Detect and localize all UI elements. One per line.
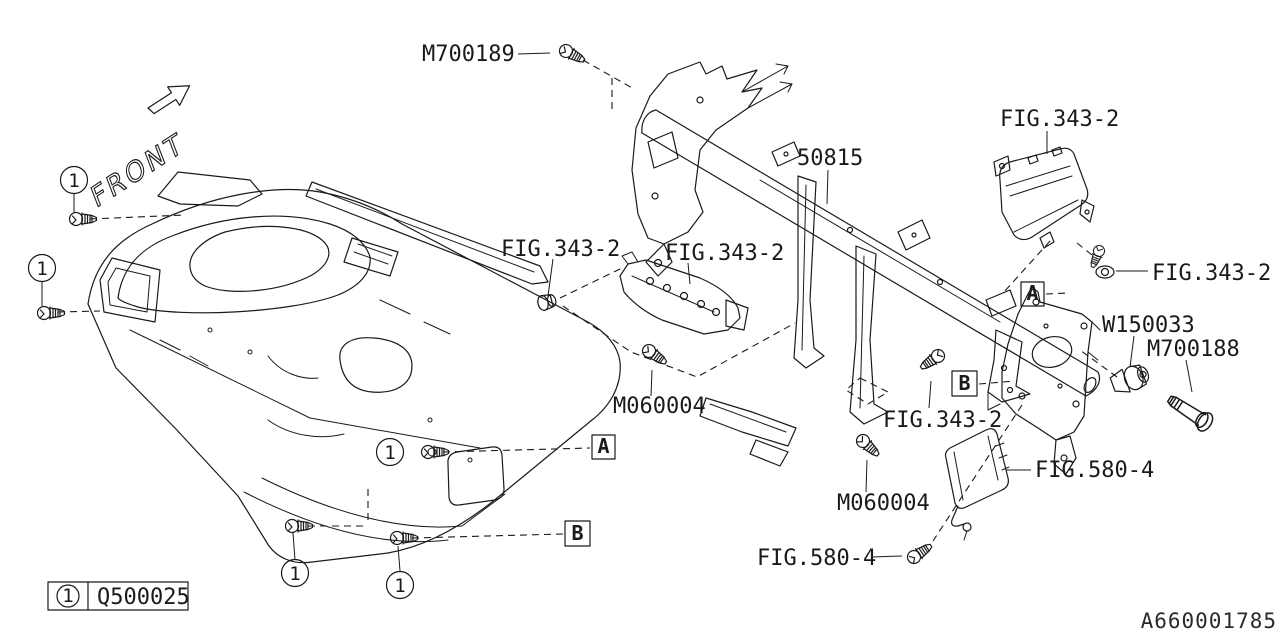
legend-part-number: Q500025 [97, 585, 190, 610]
grommet-fig343-left [535, 291, 559, 313]
svg-text:B: B [958, 371, 970, 395]
label-fig343-grommet-left: FIG.343-2 [501, 237, 620, 262]
svg-text:1: 1 [394, 575, 405, 597]
svg-text:1: 1 [289, 563, 300, 585]
label-m700188: M700188 [1147, 337, 1240, 362]
assembly-dashed-lines [57, 59, 1118, 542]
svg-text:1: 1 [68, 170, 79, 192]
callout-box-a-right: A [1020, 281, 1045, 307]
legend-table: 1 Q500025 [47, 581, 190, 611]
label-w150033: W150033 [1102, 313, 1195, 338]
svg-text:A: A [597, 434, 609, 458]
screw-m060004-right [853, 431, 884, 461]
svg-text:A: A [1026, 281, 1038, 305]
knee-airbag-bracket [619, 251, 749, 335]
label-fig343-screw: FIG.343-2 [883, 408, 1002, 433]
bolt-m700188 [1166, 395, 1214, 432]
label-m700189: M700189 [422, 42, 515, 67]
label-fig343-knee-bracket: FIG.343-2 [665, 241, 784, 266]
spacer-w150033 [1109, 364, 1150, 393]
label-fig343-grommet-right: FIG.343-2 [1152, 261, 1271, 286]
legend-index: 1 [62, 585, 73, 607]
glove-box-opening [447, 446, 505, 506]
leader-lines [41, 52, 1193, 572]
label-fig580-ecu: FIG.580-4 [1035, 458, 1154, 483]
label-50815: 50815 [797, 146, 863, 171]
steering-support-beam [631, 61, 1101, 425]
callout-box-b-left: B [564, 520, 591, 547]
svg-text:1: 1 [384, 442, 395, 464]
callout-item1-e: 1 [385, 570, 415, 600]
callout-box-a-left: A [591, 434, 616, 460]
screw-m700189 [556, 41, 588, 67]
front-arrow-icon [147, 85, 191, 115]
item-callouts: 1 1 1 1 1 [27, 165, 415, 600]
passenger-airbag-module [993, 146, 1095, 249]
svg-text:B: B [571, 521, 583, 545]
svg-text:1: 1 [36, 258, 47, 280]
callout-item1-b: 1 [27, 253, 57, 283]
screw-fig580 [904, 539, 936, 567]
instrument-panel [87, 171, 797, 564]
fasteners [36, 41, 1214, 567]
callout-item1-a: 1 [59, 165, 89, 195]
part-labels: M700189 50815 FIG.343-2 FIG.343-2 FIG.34… [422, 42, 1271, 571]
driver-bracket-plate [1001, 288, 1101, 475]
ecu-module [944, 428, 1010, 541]
callout-item1-c: 1 [375, 437, 405, 467]
label-fig343-airbag: FIG.343-2 [1000, 107, 1119, 132]
grommet-fig343-right [1086, 243, 1115, 279]
label-m060004-right: M060004 [837, 491, 930, 516]
front-direction-indicator: FRONT [87, 85, 191, 215]
document-number: A660001785 [1141, 609, 1277, 633]
view-callouts: A A B B [564, 281, 1045, 547]
callout-item1-d: 1 [280, 558, 310, 588]
screw-item1-b [36, 305, 66, 321]
label-fig580-screw: FIG.580-4 [757, 546, 876, 571]
screw-fig343 [916, 346, 948, 374]
callout-box-b-right: B [951, 370, 978, 397]
label-m060004-left: M060004 [613, 394, 706, 419]
screw-m060004-left [639, 341, 671, 369]
